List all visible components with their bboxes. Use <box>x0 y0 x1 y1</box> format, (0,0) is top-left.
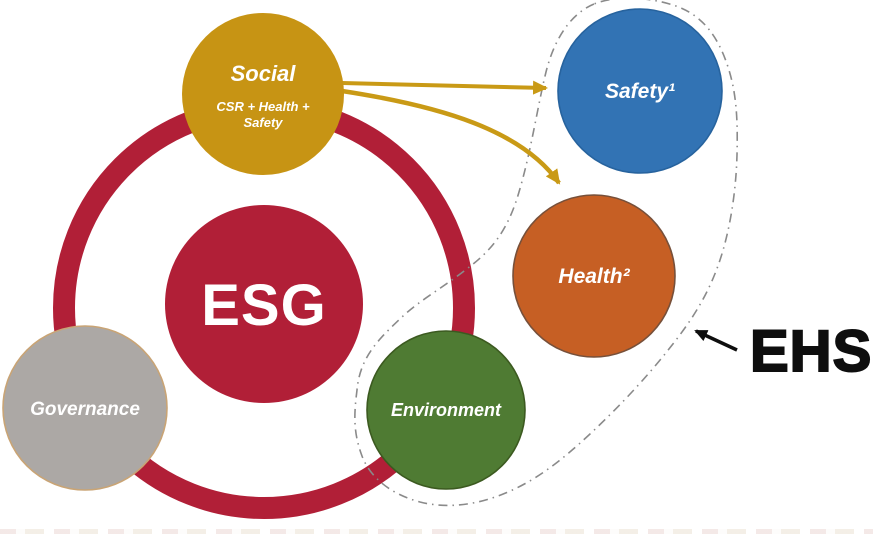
safety-label: Safety¹ <box>605 80 675 103</box>
ehs-label: EHS <box>750 319 872 384</box>
arrow-social-to-safety <box>341 80 548 95</box>
health-label: Health² <box>558 265 630 288</box>
safety-node: Safety¹ <box>557 8 723 174</box>
esg-circle <box>165 205 363 403</box>
environment-circle <box>366 330 526 490</box>
ehs-pointer-arrow <box>694 329 738 352</box>
social-subtitle-line2: Safety <box>243 115 283 130</box>
ehs-boundary-outline <box>354 0 739 507</box>
governance-node: Governance <box>2 325 168 491</box>
esg-label: ESG <box>201 273 327 338</box>
governance-label: Governance <box>30 399 140 420</box>
social-subtitle-line1: CSR + Health + <box>216 99 310 114</box>
social-label: Social <box>231 61 297 86</box>
arrow-social-to-health <box>341 88 561 185</box>
social-circle <box>182 13 344 175</box>
health-node: Health² <box>512 194 676 358</box>
esg-node: ESG <box>165 205 363 403</box>
environment-node: Environment <box>366 330 526 490</box>
governance-circle <box>2 325 168 491</box>
social-node: Social CSR + Health + Safety <box>182 13 344 175</box>
cropped-bottom-artifact <box>0 529 873 534</box>
safety-circle <box>557 8 723 174</box>
environment-label: Environment <box>391 400 502 420</box>
health-circle <box>512 194 676 358</box>
